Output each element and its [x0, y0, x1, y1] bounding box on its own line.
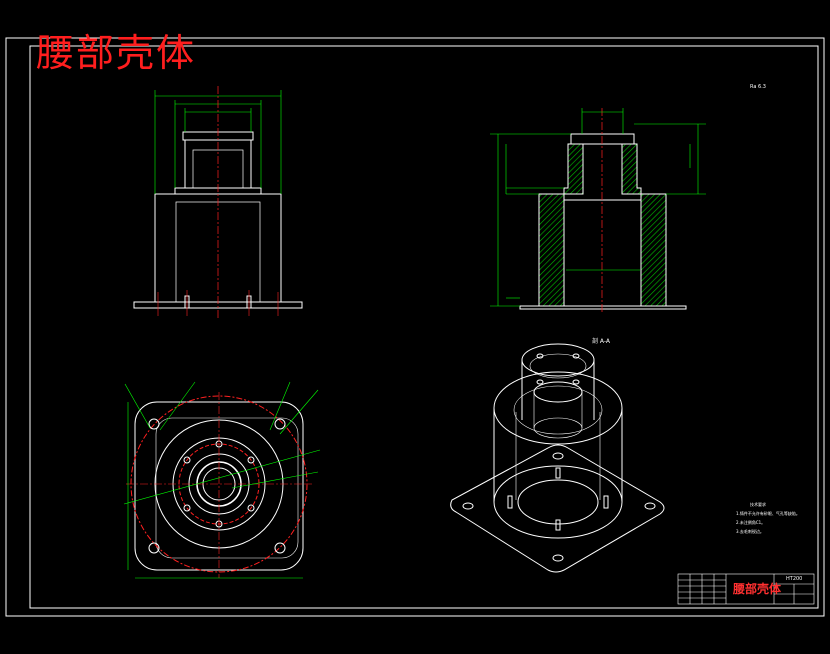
- drawing-title: 腰部壳体: [36, 31, 197, 75]
- notes-title: 技术要求: [750, 502, 766, 507]
- title-block-material: HT200: [786, 576, 803, 582]
- note-line: 1.铸件不允许有砂眼、气孔等缺陷。: [736, 511, 800, 516]
- note-line: 3.去毛刺锐边。: [736, 529, 764, 534]
- roughness-note: Ra 6.3: [750, 84, 766, 90]
- top-view: [126, 392, 312, 578]
- outer-border: [5, 37, 825, 617]
- section-label: 剖 A-A: [592, 337, 611, 345]
- isometric-view: [450, 343, 665, 573]
- title-block: [677, 573, 815, 605]
- section-view: [519, 108, 687, 312]
- note-line: 2.未注倒角C1。: [736, 520, 766, 525]
- title-block-name: 腰部壳体: [733, 582, 782, 596]
- inner-border: [29, 45, 819, 609]
- top-view-dimensions: [123, 381, 321, 579]
- technical-notes: 技术要求 1.铸件不允许有砂眼、气孔等缺陷。 2.未注倒角C1。 3.去毛刺锐边…: [736, 500, 800, 536]
- section-view-dimensions: [490, 108, 706, 307]
